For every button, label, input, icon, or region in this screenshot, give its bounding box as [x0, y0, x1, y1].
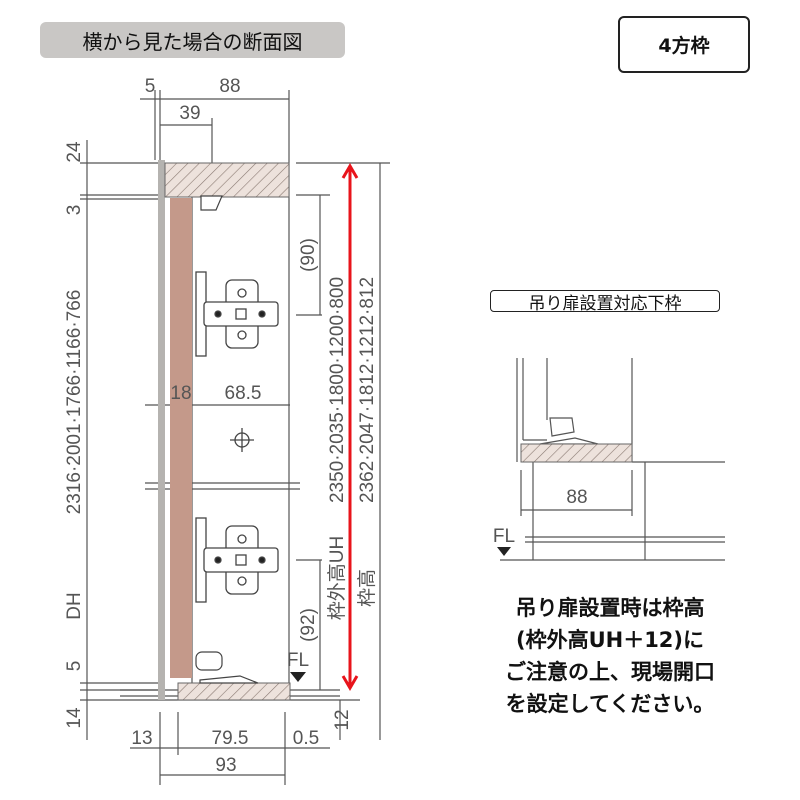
- wall-panel: [158, 160, 165, 700]
- sub-diagram-lines: [500, 358, 725, 561]
- sub-floor-level-triangle: [497, 547, 511, 556]
- floor-level-triangle: [290, 672, 306, 682]
- dim-39: 39: [179, 103, 200, 124]
- dim-68-5: 68.5: [225, 383, 262, 404]
- crosshair-icon: [230, 428, 254, 452]
- dim-13: 13: [131, 728, 152, 749]
- dim-5-left: 5: [64, 661, 85, 672]
- dim-dh-label: DH: [64, 592, 85, 619]
- dim-3: 3: [64, 205, 85, 216]
- height-arrow: [341, 163, 359, 691]
- dim-14: 14: [64, 707, 85, 729]
- note-line: (枠外高UH＋12)に: [515, 628, 705, 652]
- note-line: ご注意の上、現場開口: [505, 660, 715, 684]
- door-leaf: [170, 198, 192, 678]
- installation-note: 吊り扉設置時は枠高 (枠外高UH＋12)に ご注意の上、現場開口 を設定してくだ…: [470, 592, 750, 720]
- bottom-frame: [177, 682, 291, 701]
- dim-dh-values: 2316·2001·1766·1166·766: [64, 290, 85, 515]
- note-line: 吊り扉設置時は枠高: [515, 596, 705, 620]
- sub-fl-label: FL: [493, 526, 515, 547]
- dim-0-5: 0.5: [293, 728, 319, 749]
- dim-92: (92): [298, 608, 319, 642]
- sub-diagram-label: 吊り扉設置対応下枠: [490, 290, 720, 314]
- dim-frame-label: 枠高: [356, 569, 378, 607]
- frame-type-badge: 4方枠: [618, 16, 750, 73]
- dim-12: 12: [332, 709, 353, 730]
- dim-18: 18: [170, 383, 191, 404]
- dim-frame-values: 2362·2047·1812·1212·812: [357, 277, 378, 503]
- fl-label: FL: [287, 650, 309, 671]
- dim-88-top: 88: [219, 76, 240, 97]
- sub-bottom-frame: [520, 443, 633, 463]
- latch-icon: [195, 195, 259, 684]
- dim-79-5: 79.5: [212, 728, 249, 749]
- hinge-icon: [195, 271, 279, 357]
- note-line: を設定してください。: [505, 692, 715, 716]
- hinge-icon: [195, 517, 279, 603]
- dim-24: 24: [64, 141, 85, 163]
- sub-dim-88: 88: [566, 487, 587, 508]
- dim-5-top: 5: [145, 76, 156, 97]
- dim-uh-label: 枠外高UH: [326, 536, 348, 620]
- dim-93: 93: [215, 755, 236, 776]
- dim-uh-values: 2350·2035·1800·1200·800: [327, 277, 348, 503]
- top-frame: [164, 162, 290, 198]
- dim-90: (90): [298, 238, 319, 272]
- section-title: 横から見た場合の断面図: [40, 22, 345, 58]
